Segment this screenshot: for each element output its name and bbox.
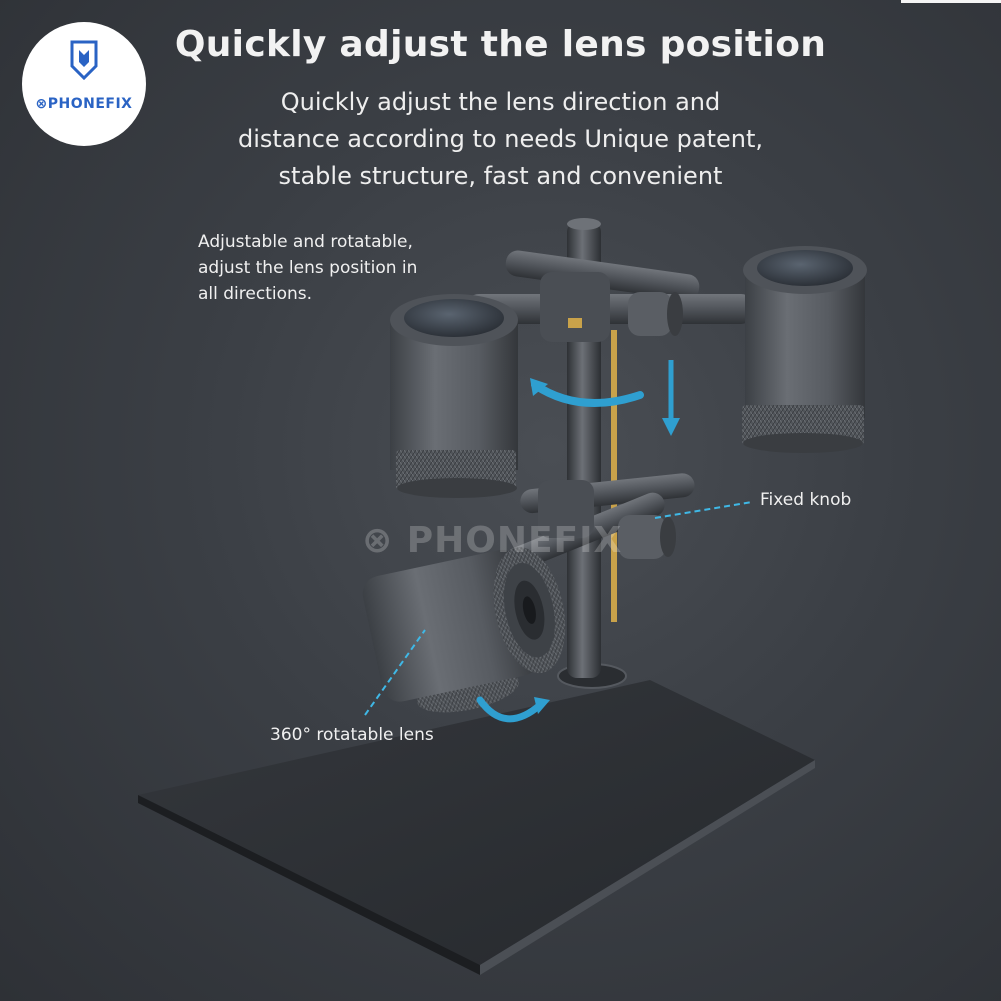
corner-strip [901, 0, 1001, 3]
adjustable-note-line2: adjust the lens position in [198, 258, 418, 278]
rotation-arrow-upper [531, 381, 644, 407]
upper-cross-bar [465, 250, 755, 342]
fixed-knob-label: Fixed knob [760, 490, 852, 510]
headline: Quickly adjust the lens position [174, 24, 827, 65]
lower-cross-bar [505, 473, 695, 572]
camera-lower-rotated [362, 547, 566, 713]
lower-clamp [538, 480, 594, 538]
upper-knob [628, 292, 672, 336]
adjustable-note-line1: Adjustable and rotatable, [198, 232, 413, 252]
logo-x-icon: ⊗ [35, 96, 48, 112]
logo-wordmark: ⊗PHONEFIX [22, 96, 146, 112]
camera-upper-right [742, 246, 867, 453]
adjustable-note-line3: all directions. [198, 284, 313, 304]
rotation-arrow-lower [476, 696, 544, 723]
subheadline-line1: Quickly adjust the lens direction and [280, 88, 721, 116]
wrench-icon [70, 40, 98, 80]
logo-text: PHONEFIX [47, 96, 133, 112]
brass-rod [611, 330, 617, 622]
callout-line-fixed-knob [654, 501, 753, 519]
phonefix-logo: ⊗PHONEFIX [22, 22, 146, 146]
watermark: ⊗ PHONEFIX [362, 520, 623, 561]
fixed-knob [618, 515, 666, 559]
upper-clamp [540, 272, 610, 342]
subheadline-line2: distance according to needs Unique paten… [237, 125, 763, 153]
callout-line-rotatable-lens [364, 629, 426, 716]
rotatable-lens-label: 360° rotatable lens [270, 725, 434, 745]
subheadline-line3: stable structure, fast and convenient [278, 162, 723, 190]
camera-upper-left [390, 294, 518, 498]
base-plate [138, 663, 815, 975]
